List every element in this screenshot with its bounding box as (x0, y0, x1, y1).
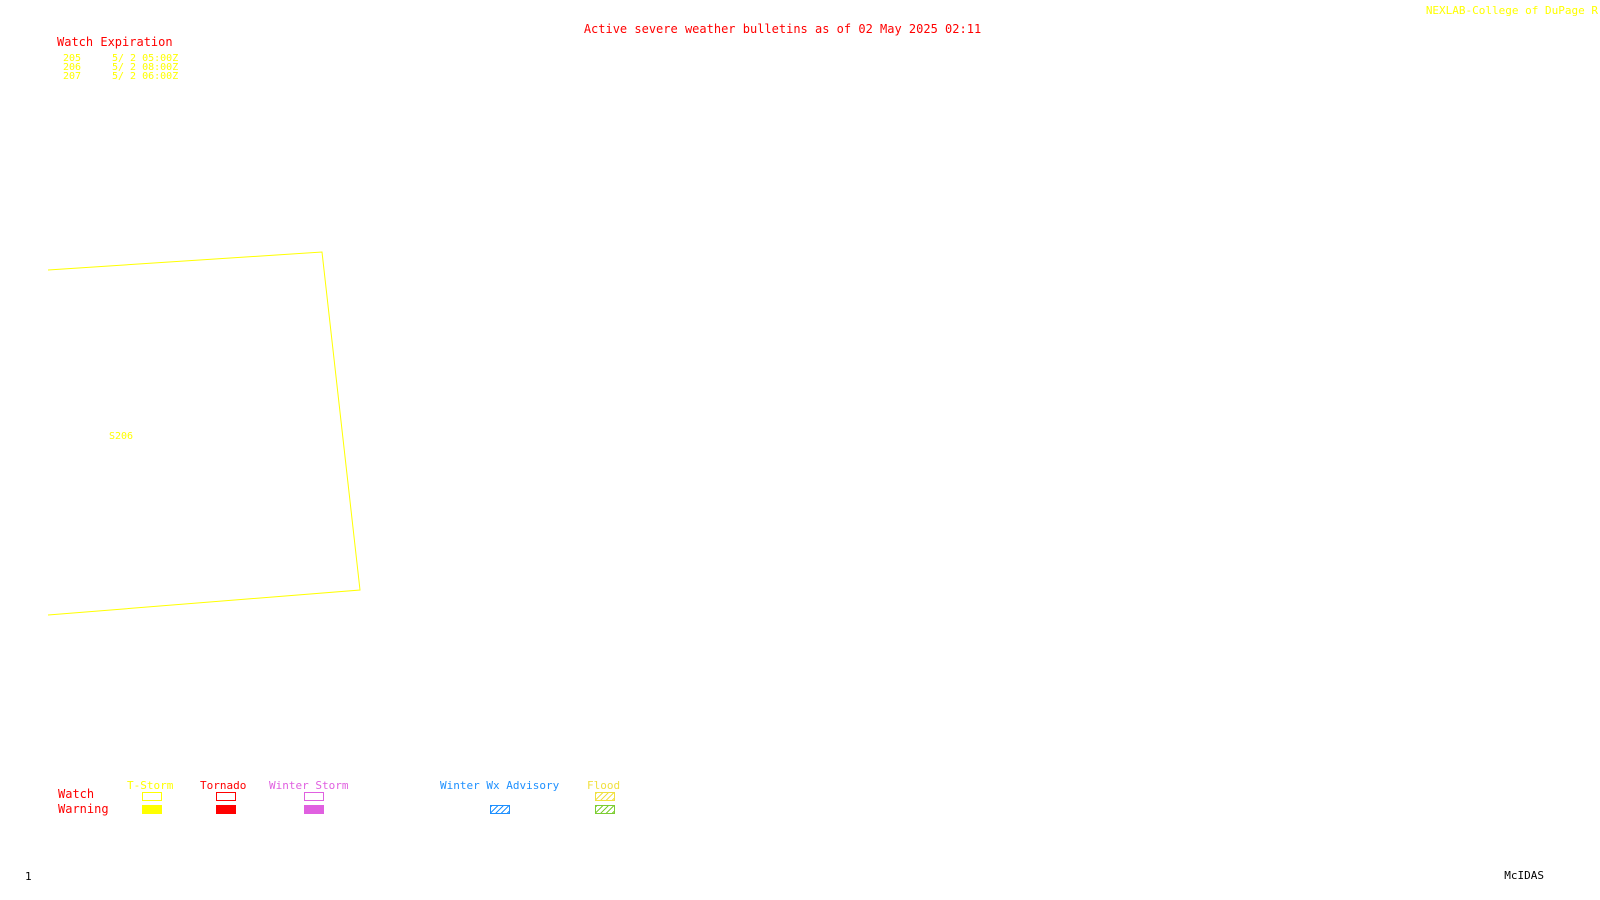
legend-tornado-label: Tornado (200, 779, 247, 792)
credit-text: NEXLAB-College of DuPage R (1425, 4, 1598, 17)
watch-expiry-time: 5/ 2 06:00Z (112, 71, 179, 82)
tstorm-warning-swatch (142, 805, 162, 814)
software-label: McIDAS (1504, 869, 1544, 882)
legend-watch-row-label: Watch (58, 787, 95, 801)
watch-expiry-time: 5/ 2 08:00Z (112, 62, 179, 73)
watch-expiration-row: 205 5/ 2 05:00Z (63, 53, 178, 64)
watch-polygon (47, 251, 361, 616)
legend-winter-wx-advisory-label: Winter Wx Advisory (440, 779, 560, 792)
legend-winter-storm-label: Winter Storm (269, 779, 349, 792)
watch-number: 206 (63, 62, 82, 73)
watch-expiration-row: 207 5/ 2 06:00Z (63, 71, 178, 82)
legend-flood-label: Flood (587, 779, 621, 792)
legend-warning-row-label: Warning (58, 802, 109, 816)
tstorm-watch-swatch (142, 792, 162, 801)
flood-watch-swatch (595, 792, 615, 801)
winter-storm-warning-swatch (304, 805, 324, 814)
tornado-watch-swatch (216, 792, 236, 801)
tornado-warning-swatch (216, 805, 236, 814)
frame-number: 1 (25, 870, 32, 883)
watch-area-label: S206 (109, 431, 134, 442)
flood-warning-swatch (595, 805, 615, 814)
legend-tstorm-label: T-Storm (127, 779, 174, 792)
watch-number: 205 (63, 53, 82, 64)
watch-expiry-time: 5/ 2 05:00Z (112, 53, 179, 64)
watch-number: 207 (63, 71, 82, 82)
watch-expiration-row: 206 5/ 2 08:00Z (63, 62, 178, 73)
watch-expiration-title: Watch Expiration (57, 35, 173, 49)
winter-storm-watch-swatch (304, 792, 324, 801)
winter-wx-advisory-swatch (490, 805, 510, 814)
bulletin-title: Active severe weather bulletins as of 02… (583, 22, 982, 36)
